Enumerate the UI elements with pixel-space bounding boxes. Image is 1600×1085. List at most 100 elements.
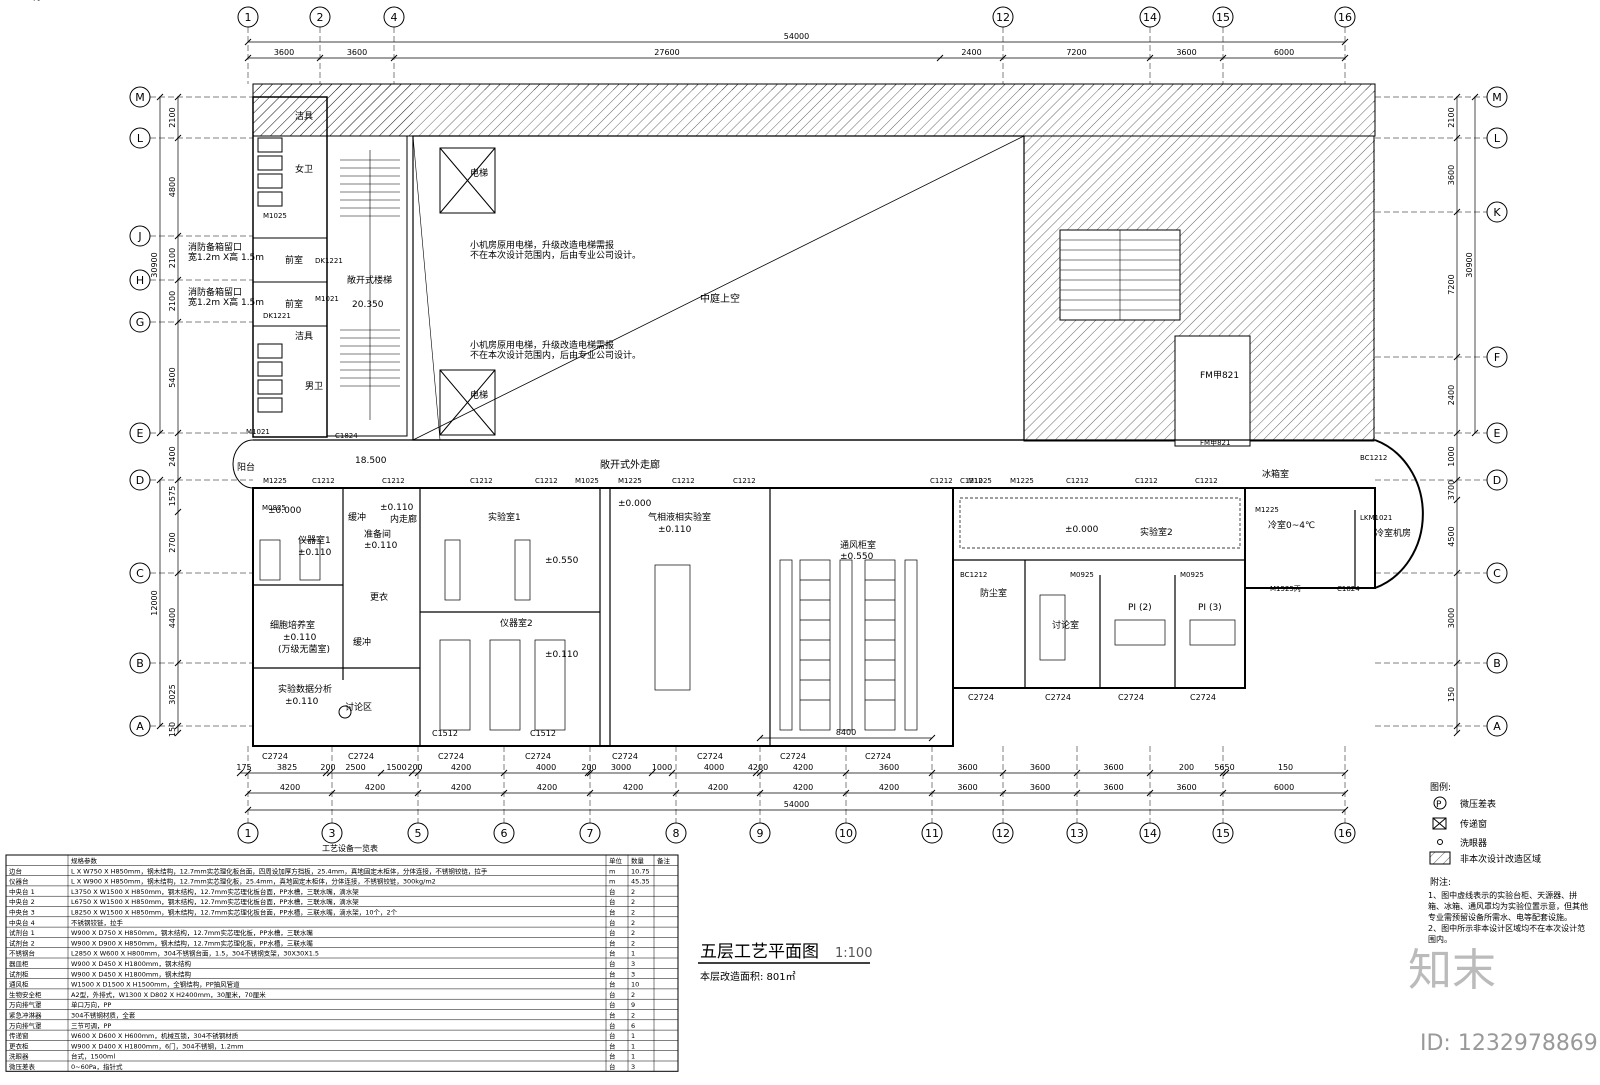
axis-top-1-label: 1 xyxy=(245,11,252,24)
image-id: ID: 1232978869 xyxy=(1420,1031,1598,1056)
lab-block-east xyxy=(952,487,1246,689)
table-cell-6-0: 试剂台 1 xyxy=(9,928,35,937)
window-tag-2: C2724 xyxy=(438,752,464,761)
dim-bottom-1-9: 3000 xyxy=(611,763,631,772)
table-cell-15-1: 三节可调，PP xyxy=(71,1021,111,1030)
table-cell-8-3: 1 xyxy=(631,950,635,958)
door-tag-33: DYM1525丙 xyxy=(0,0,40,2)
window-tag-8: C2724 xyxy=(968,693,994,702)
discussion-table xyxy=(338,705,352,719)
door-tag-16: M1225 xyxy=(1255,506,1279,514)
table-cell-4-1: L8250 X W1500 X H850mm，钢木结构，12.7mm实芯理化板台… xyxy=(71,908,398,917)
west-core xyxy=(252,96,328,438)
dim-right-1: 3600 xyxy=(1447,165,1456,185)
table-cell-19-0: 微压差表 xyxy=(9,1062,36,1071)
dim-right-total-0: 30900 xyxy=(1465,252,1474,277)
table-cell-1-0: 仪器台 xyxy=(9,877,29,886)
room-lab-2: 实验室2 xyxy=(1140,526,1173,538)
window-tag-12: C1512 xyxy=(432,729,458,738)
table-cell-15-0: 万向排气罩 xyxy=(9,1021,42,1030)
dim-bottom-2-7: 4200 xyxy=(879,783,899,792)
dim-bottom-2-10: 3600 xyxy=(1103,783,1123,792)
dim-right-0: 2100 xyxy=(1447,107,1456,127)
table-cell-5-2: 台 xyxy=(609,918,616,927)
level-fume: ±0.550 xyxy=(840,552,874,562)
dim-bottom-2-11: 3600 xyxy=(1176,783,1196,792)
axis-right-C-label: C xyxy=(1493,567,1501,580)
door-tag-7: C1212 xyxy=(672,477,695,485)
dim-right-5: 3700 xyxy=(1447,480,1456,500)
axis-top-16-label: 16 xyxy=(1338,11,1352,24)
axis-right-E-label: E xyxy=(1494,427,1501,440)
level-lab-1: ±0.550 xyxy=(545,556,579,566)
window-tag-0: C2724 xyxy=(262,752,288,761)
courtyard-diagonal-2 xyxy=(412,135,441,441)
window-tag-5: C2724 xyxy=(697,752,723,761)
axis-right-L-label: L xyxy=(1494,132,1501,145)
axis-bottom-3-label: 3 xyxy=(329,827,336,840)
window-tag-7: C2724 xyxy=(865,752,891,761)
fire-hydrant-1b: 宽1.2m X高 1.5m xyxy=(188,251,264,263)
legend-icon-0: P xyxy=(1436,800,1442,810)
fire-hydrant-1a: 消防备箱留口 xyxy=(188,241,242,253)
table-cell-2-0: 中央台 1 xyxy=(9,887,35,896)
room-anti-dust: 防尘室 xyxy=(980,587,1007,599)
notes-title: 附注: xyxy=(1430,876,1451,888)
room-cell-sub: (万级无菌室) xyxy=(278,643,330,655)
room-open-stair: 敞开式楼梯 xyxy=(347,274,392,286)
fume-hoods xyxy=(779,559,918,731)
level-instrument-1: ±0.110 xyxy=(298,548,332,558)
door-tag-15: C1212 xyxy=(960,477,983,485)
table-header-1: 规格参数 xyxy=(71,856,98,865)
elevator-note-1b: 不在本次设计范围内，后由专业公司设计。 xyxy=(470,249,641,261)
door-tag-5: M1025 xyxy=(575,477,599,485)
door-tag-25: BC1212 xyxy=(960,571,987,579)
dim-bottom-1-7: 4000 xyxy=(536,763,556,772)
level-corridor: 18.500 xyxy=(355,456,387,466)
table-cell-13-1: 单口万向，PP xyxy=(71,1000,111,1009)
dim-bottom-1-2: 200 xyxy=(320,763,335,772)
door-tag-19: DK1221 xyxy=(263,312,291,320)
table-cell-5-1: 不锈钢铰链，拉手 xyxy=(71,918,124,927)
table-cell-15-3: 6 xyxy=(631,1022,635,1030)
note-1: 1、图中虚线表示的实验台柜、天源器、拼箱、冰箱、通风罩均为实验位置示意，但其他专… xyxy=(1428,891,1588,922)
dim-left-total-2-0: 12000 xyxy=(150,590,159,615)
door-tag-27: M0925 xyxy=(1180,571,1204,579)
door-tag-0: M1225 xyxy=(263,477,287,485)
dim-bottom-2-1: 4200 xyxy=(365,783,385,792)
dim-bottom-1-14: 3600 xyxy=(879,763,899,772)
elevator-note-1: 小机房原用电梯，升级改造电梯需报 xyxy=(470,239,614,251)
dim-top-1: 3600 xyxy=(347,48,367,57)
room-inner-corridor: 内走廊 xyxy=(390,513,417,525)
room-gc: 气相液相实验室 xyxy=(648,511,711,523)
table-cell-5-3: 2 xyxy=(631,919,635,927)
room-ice: 冰箱室 xyxy=(1262,468,1289,480)
level-1: ±0.000 xyxy=(268,506,302,516)
door-tag-20: DK1221 xyxy=(315,257,343,265)
axis-bottom-8-label: 8 xyxy=(673,827,680,840)
door-tag-9: C1212 xyxy=(930,477,953,485)
table-cell-17-0: 更衣柜 xyxy=(9,1041,29,1050)
door-tag-3: C1212 xyxy=(470,477,493,485)
dim-bottom-2-2: 4200 xyxy=(451,783,471,792)
door-tag-18: M1025 xyxy=(263,212,287,220)
table-cell-3-1: L6750 X W1500 X H850mm，钢木结构，12.7mm实芯理化板台… xyxy=(71,897,359,906)
table-cell-4-0: 中央台 3 xyxy=(9,908,35,917)
table-cell-10-3: 3 xyxy=(631,970,635,978)
dim-right-7: 3000 xyxy=(1447,608,1456,628)
door-tag-32: C1824 xyxy=(335,432,358,440)
dim-right-2: 7200 xyxy=(1447,274,1456,294)
window-tag-10: C2724 xyxy=(1118,693,1144,702)
courtyard-diagonal-1 xyxy=(412,135,1025,441)
dim-bottom-mid-0: 8400 xyxy=(836,728,856,737)
table-cell-9-2: 台 xyxy=(609,959,616,968)
axis-top-12-label: 12 xyxy=(996,11,1010,24)
dim-bottom-2-5: 4200 xyxy=(708,783,728,792)
legend-label-0: 微压差表 xyxy=(1460,798,1496,810)
table-cell-18-1: 台式，1500ml xyxy=(71,1052,115,1061)
hatch-legend-icon xyxy=(1429,851,1451,865)
level-instrument-2: ±0.110 xyxy=(545,650,579,660)
dim-bottom-1-18: 200 xyxy=(1179,763,1194,772)
